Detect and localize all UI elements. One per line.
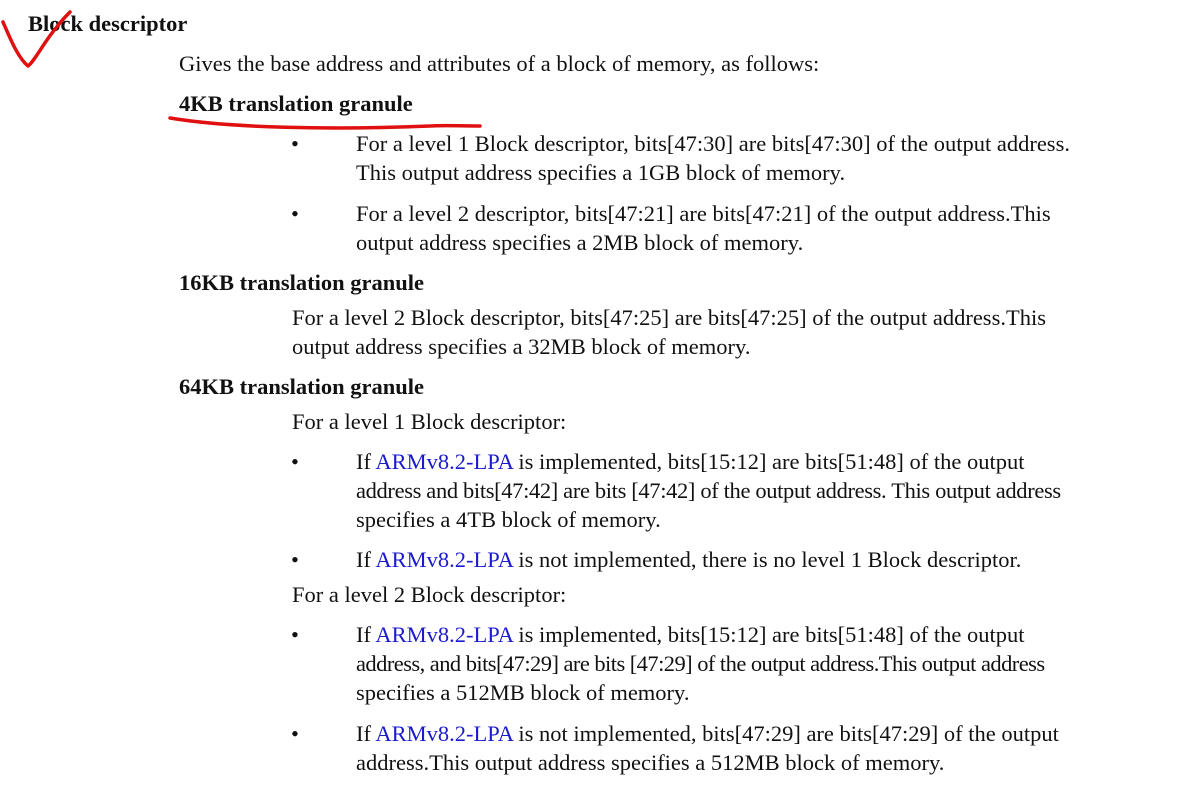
- list-item-text: If ARMv8.2-LPA is implemented, bits[15:1…: [356, 447, 1025, 476]
- list-item-text: If ARMv8.2-LPA is not implemented, bits[…: [356, 719, 1059, 748]
- list-item-text: For a level 2 descriptor, bits[47:21] ar…: [356, 201, 1051, 226]
- text-rest: is not implemented, there is no level 1 …: [512, 547, 1022, 572]
- text-prefix: If: [356, 547, 376, 572]
- armv8-2-lpa-link[interactable]: ARMv8.2-LPA: [375, 547, 513, 572]
- list-item-text: address and bits[47:42] are bits [47:42]…: [356, 478, 1061, 503]
- list-item-text: This output address specifies a 1GB bloc…: [356, 160, 846, 185]
- section-title: Block descriptor: [28, 11, 188, 36]
- bullet-icon: •: [291, 721, 299, 746]
- list-item-text: If ARMv8.2-LPA is implemented, bits[15:1…: [356, 620, 1025, 649]
- list-item-text: address.This output address specifies a …: [356, 750, 945, 775]
- list-item-text: If ARMv8.2-LPA is not implemented, there…: [356, 545, 1021, 574]
- armv8-2-lpa-link[interactable]: ARMv8.2-LPA: [375, 622, 513, 647]
- text-prefix: If: [356, 622, 376, 647]
- granule-4kb-heading: 4KB translation granule: [179, 91, 413, 116]
- text-rest: is not implemented, bits[47:29] are bits…: [512, 721, 1059, 746]
- text-prefix: If: [356, 721, 376, 746]
- text-rest: is implemented, bits[15:12] are bits[51:…: [512, 449, 1025, 474]
- list-item-text: specifies a 512MB block of memory.: [356, 680, 690, 705]
- list-item-text: specifies a 4TB block of memory.: [356, 507, 661, 532]
- granule-64kb-heading: 64KB translation granule: [179, 374, 425, 399]
- intro-text: Gives the base address and attributes of…: [179, 51, 820, 76]
- bullet-icon: •: [291, 201, 299, 226]
- armv8-2-lpa-link[interactable]: ARMv8.2-LPA: [375, 721, 513, 746]
- level2-intro: For a level 2 Block descriptor:: [292, 582, 567, 607]
- bullet-icon: •: [291, 449, 299, 474]
- bullet-icon: •: [291, 547, 299, 572]
- level1-intro: For a level 1 Block descriptor:: [292, 409, 567, 434]
- list-item-text: output address specifies a 2MB block of …: [356, 230, 804, 255]
- text-rest: is implemented, bits[15:12] are bits[51:…: [512, 622, 1025, 647]
- granule-16kb-heading: 16KB translation granule: [179, 270, 425, 295]
- bullet-icon: •: [291, 131, 299, 156]
- underline-annotation: [168, 116, 482, 130]
- armv8-2-lpa-link[interactable]: ARMv8.2-LPA: [375, 449, 513, 474]
- list-item-text: address, and bits[47:29] are bits [47:29…: [356, 651, 1045, 676]
- paragraph-text: output address specifies a 32MB block of…: [292, 334, 751, 359]
- text-prefix: If: [356, 449, 376, 474]
- bullet-icon: •: [291, 622, 299, 647]
- list-item-text: For a level 1 Block descriptor, bits[47:…: [356, 131, 1070, 156]
- paragraph-text: For a level 2 Block descriptor, bits[47:…: [292, 305, 1046, 330]
